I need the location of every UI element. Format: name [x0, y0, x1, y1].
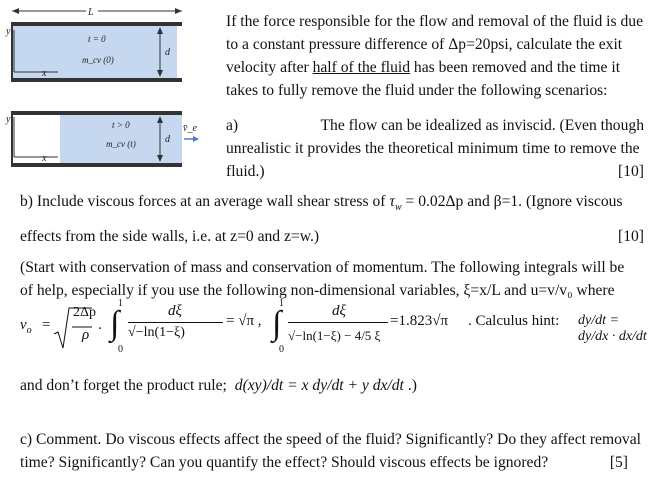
part-b-text: b) Include viscous forces at an average … — [20, 193, 386, 210]
bottom-channel-diagram: y x d t > 0 m_cv (t) v̄_e — [5, 111, 199, 167]
part-c-line: c) Comment. Do viscous effects affect th… — [20, 431, 641, 448]
time-label: t = 0 — [88, 34, 106, 44]
part-a-line: a) The flow can be idealized as inviscid… — [226, 114, 644, 137]
top-wall — [12, 111, 182, 115]
top-channel-diagram: L y x d t = 0 m_cv (0) — [5, 5, 182, 82]
sqrt-denominator: ρ — [82, 327, 90, 343]
part-c-text: time? Significantly? Can you quantify th… — [20, 454, 549, 471]
fraction-bar — [288, 322, 388, 323]
time-label: t > 0 — [112, 120, 130, 130]
hint-line: of help, especially if you use the follo… — [20, 282, 615, 299]
hint-block: (Start with conservation of mass and con… — [20, 256, 650, 302]
integral-denominator: √−ln(1−ξ) — [128, 325, 185, 340]
intro-line: If the force responsible for the flow an… — [226, 13, 643, 30]
sqrt-sign — [53, 307, 92, 349]
fraction-bar — [128, 322, 223, 323]
problem-intro: If the force responsible for the flow an… — [226, 10, 656, 102]
y-axis-label: y — [5, 114, 11, 125]
calculus-hint-label: . Calculus hint: — [468, 313, 560, 329]
height-label: d — [165, 134, 171, 145]
part-a-text: fluid.) — [226, 163, 265, 180]
part-b-line: b) Include viscous forces at an average … — [20, 190, 644, 219]
integral-result: =1.823√π — [390, 313, 449, 329]
bottom-wall — [12, 78, 182, 82]
integral-numerator: dξ — [168, 303, 182, 319]
length-label: L — [87, 7, 94, 18]
part-b-points: [10] — [618, 228, 644, 246]
tau-symbol: τ — [389, 193, 395, 210]
integral-numerator: dξ — [332, 303, 346, 319]
product-rule: d(xy)/dt = x dy/dt + y dx/dt — [234, 377, 404, 394]
hint-line: (Start with conservation of mass and con… — [20, 259, 625, 276]
bottom-wall — [12, 163, 182, 167]
part-b: b) Include viscous forces at an average … — [20, 190, 644, 248]
hint-text: and don’t forget the product rule; — [20, 377, 227, 394]
underlined-phrase: half of the fluid — [312, 59, 411, 76]
x-axis-label: x — [41, 68, 47, 79]
chain-rule: dy/dt = dy/dx · dx/dt — [578, 313, 647, 344]
equals-sign: = — [42, 317, 51, 333]
top-wall — [12, 22, 182, 26]
part-b-line: effects from the side walls, i.e. at z=0… — [20, 225, 644, 248]
integral-sign: ∫ — [110, 305, 120, 342]
intro-line: takes to fully remove the fluid under th… — [226, 82, 608, 99]
part-a-text: The flow can be idealized as inviscid. (… — [320, 117, 644, 134]
part-b-text: = 0.02Δp and β=1. (Ignore viscous — [405, 193, 623, 210]
hint-text: .) — [407, 377, 417, 394]
intro-text: has been removed and the time it — [410, 59, 621, 76]
velocity-label: v̄_e — [183, 123, 197, 134]
channel-figure: L y x d t = 0 m_cv (0) y x d t > 0 — [5, 5, 199, 167]
equation-row: vo = 2Δp ρ . 1 ∫ 0 dξ √−ln(1−ξ) = √π , 1… — [20, 298, 650, 362]
tau-subscript: w — [394, 202, 402, 214]
part-c-line: time? Significantly? Can you quantify th… — [20, 451, 650, 474]
integral-upper-limit: 1 — [118, 298, 123, 309]
part-a-line: unrealistic it provides the theoretical … — [226, 140, 640, 157]
part-a-points: [10] — [618, 163, 644, 180]
sqrt-numerator: 2Δp — [73, 305, 97, 320]
part-c: c) Comment. Do viscous effects affect th… — [20, 428, 650, 474]
part-a-line: fluid.) [10] — [226, 160, 644, 183]
part-a-label: a) — [226, 117, 239, 134]
integral-result: = √π , — [226, 313, 262, 329]
integral-upper-limit: 1 — [279, 298, 284, 309]
integral-sign: ∫ — [272, 305, 282, 342]
integral-lower-limit: 0 — [118, 344, 123, 355]
mass-label: m_cv (t) — [106, 139, 136, 149]
intro-line: to a constant pressure difference of Δp=… — [226, 36, 623, 53]
mass-label: m_cv (0) — [82, 55, 114, 65]
part-b-text: effects from the side walls, i.e. at z=0… — [20, 228, 320, 246]
integral-lower-limit: 0 — [279, 344, 284, 355]
part-c-points: [5] — [609, 454, 628, 471]
integral-denominator: √−ln(1−ξ) − 4/5 ξ — [288, 328, 381, 343]
intro-text: velocity after — [226, 59, 313, 76]
x-axis-label: x — [41, 153, 47, 164]
height-label: d — [165, 47, 171, 58]
intro-line: velocity after half of the fluid has bee… — [226, 56, 656, 79]
product-rule-line: and don’t forget the product rule; d(xy)… — [20, 374, 640, 397]
part-a: a) The flow can be idealized as inviscid… — [226, 114, 644, 183]
y-axis-label: y — [5, 26, 11, 37]
fluid-region-top — [12, 26, 177, 78]
v0-symbol: vo — [20, 317, 32, 336]
